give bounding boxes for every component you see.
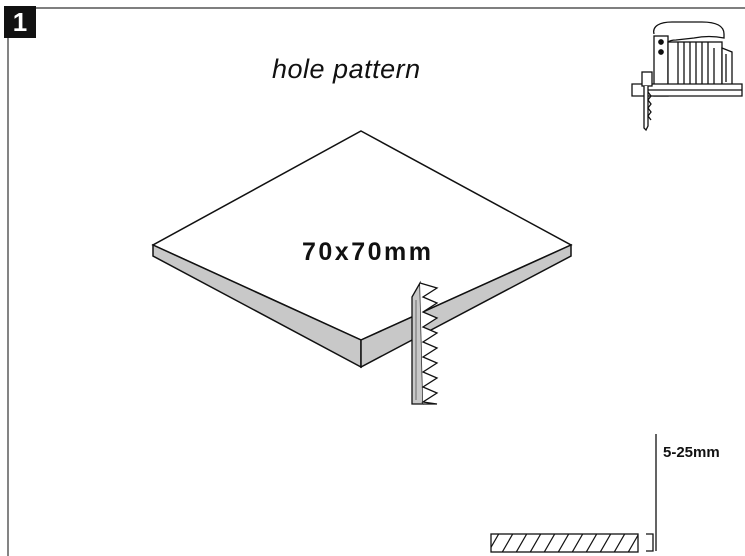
step-number-badge: 1	[4, 6, 36, 38]
figure-title: hole pattern	[272, 54, 421, 84]
panel-dimension-label: 70x70mm	[302, 238, 434, 266]
panel-top-face	[151, 130, 573, 341]
workpiece-section-icon	[490, 434, 657, 553]
saw-blade-icon	[411, 280, 439, 405]
jigsaw-icon	[631, 21, 743, 132]
thickness-range-label: 5-25mm	[663, 444, 720, 461]
